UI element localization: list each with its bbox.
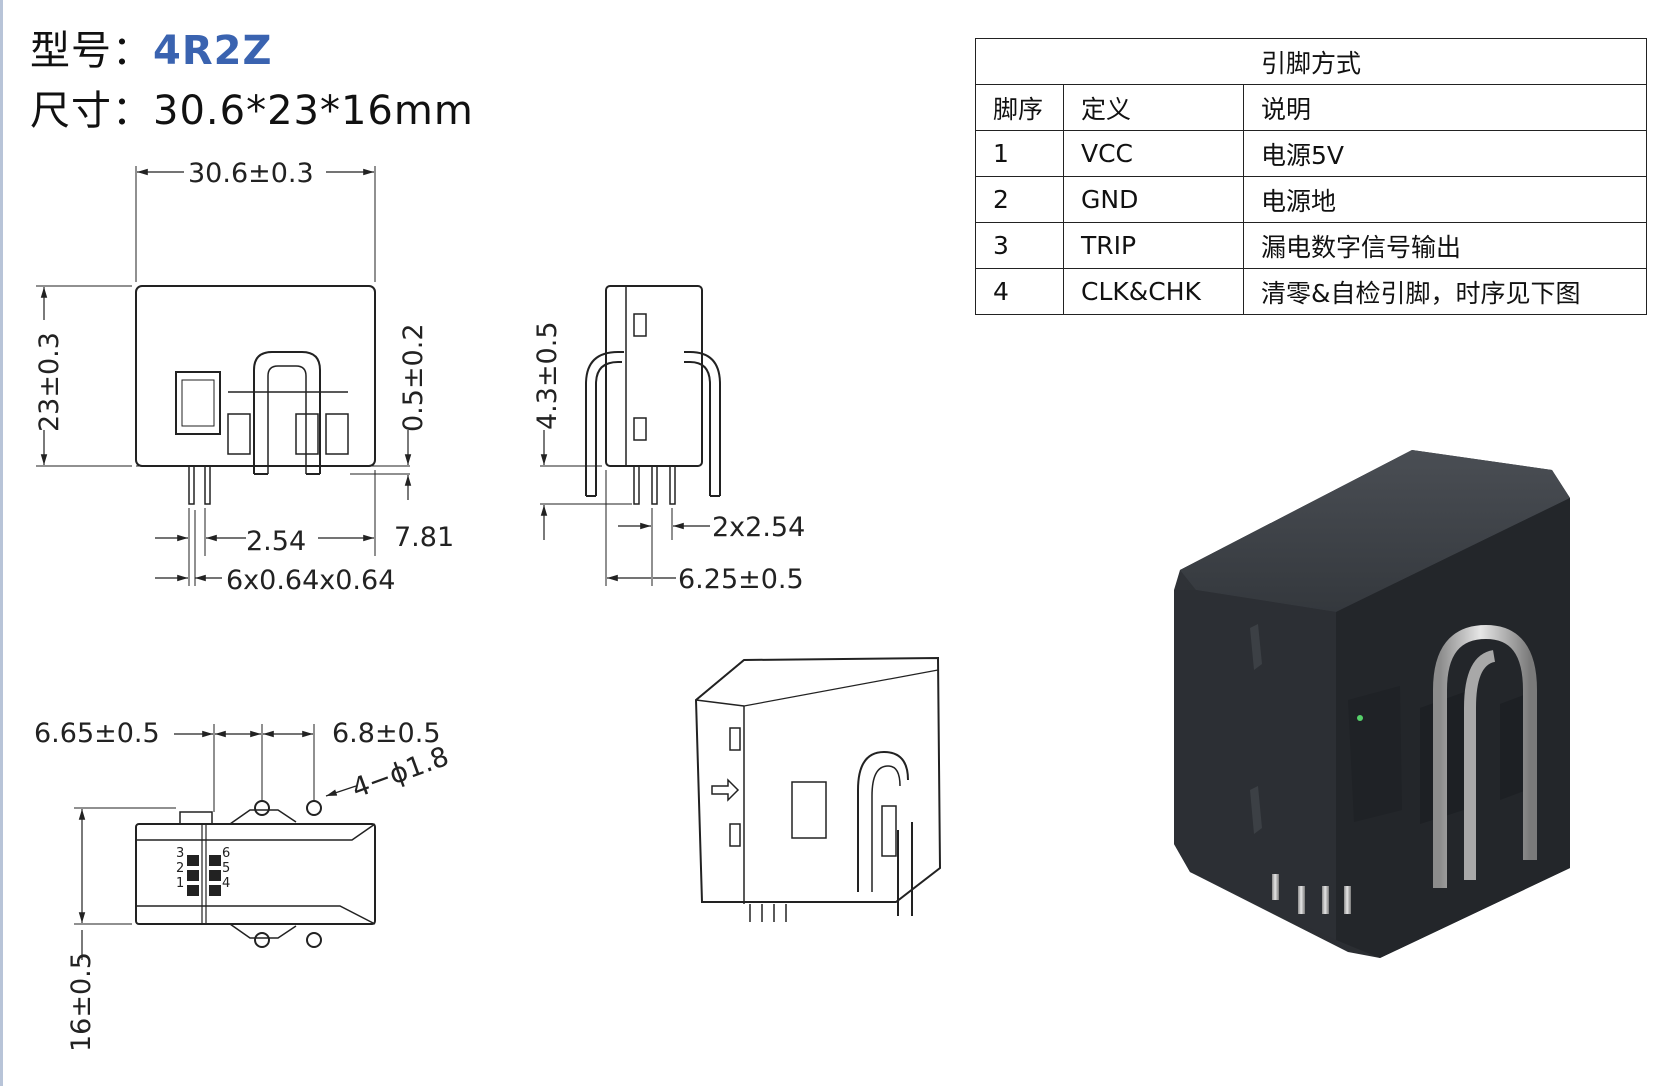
pin-table-caption: 引脚方式 xyxy=(975,38,1647,85)
pin-table-header: 脚序 定义 说明 xyxy=(975,84,1647,131)
mount-hole xyxy=(306,800,322,816)
pin-definition: TRIP xyxy=(1063,222,1244,269)
dimension-width: 30.6±0.3 xyxy=(188,158,314,189)
pin-number-label: 6 xyxy=(222,846,230,861)
side-body xyxy=(605,285,703,467)
page-edge xyxy=(0,0,3,1086)
product-render xyxy=(1174,450,1570,958)
dimension-side-depth: 6.25±0.5 xyxy=(678,564,804,595)
size-label: 尺寸： xyxy=(30,88,153,134)
pin-definition: VCC xyxy=(1063,130,1244,177)
table-row: 4 CLK&CHK 清零&自检引脚，时序见下图 xyxy=(975,268,1647,315)
dimension-hole-left: 6.65±0.5 xyxy=(34,718,160,749)
bottom-body xyxy=(135,823,376,925)
pin-description: 漏电数字信号输出 xyxy=(1243,222,1647,269)
size-value: 30.6*23*16mm xyxy=(153,88,474,134)
pin-definition: GND xyxy=(1063,176,1244,223)
column-header: 脚序 xyxy=(975,84,1064,131)
pin-number: 1 xyxy=(975,130,1064,177)
dimension-pitch-left: 2.54 xyxy=(246,526,306,557)
dimension-depth: 16±0.5 xyxy=(66,952,97,1052)
table-row: 3 TRIP 漏电数字信号输出 xyxy=(975,222,1647,269)
mount-hole xyxy=(306,932,322,948)
pin-description: 电源5V xyxy=(1243,130,1647,177)
dimension-lead-offset: 0.5±0.2 xyxy=(398,323,429,432)
front-window xyxy=(175,371,221,435)
mount-hole xyxy=(254,932,270,948)
model-label: 型号： xyxy=(30,28,153,74)
arrow-icon xyxy=(711,778,740,802)
pin-number-label: 1 xyxy=(176,876,184,891)
pin-number-label: 3 xyxy=(176,846,184,861)
dimension-side-height: 4.3±0.5 xyxy=(532,321,563,430)
pin-number-label: 2 xyxy=(176,861,184,876)
pin-number-label: 5 xyxy=(222,861,230,876)
pin-definition: CLK&CHK xyxy=(1063,268,1244,315)
pin-number-label: 4 xyxy=(222,876,230,891)
isometric-outline xyxy=(694,656,942,922)
table-row: 1 VCC 电源5V xyxy=(975,130,1647,177)
dimension-side-pitch: 2x2.54 xyxy=(712,512,805,543)
mount-hole xyxy=(254,800,270,816)
dimension-pin-size: 6x0.64x0.64 xyxy=(226,565,395,596)
pin-table: 引脚方式 脚序 定义 说明 1 VCC 电源5V 2 GND 电源地 3 TRI… xyxy=(975,38,1647,315)
pin-description: 电源地 xyxy=(1243,176,1647,223)
bottom-view xyxy=(74,724,376,948)
column-header: 定义 xyxy=(1063,84,1244,131)
front-loop-wire xyxy=(253,351,321,474)
pin-number: 4 xyxy=(975,268,1064,315)
column-header: 说明 xyxy=(1243,84,1647,131)
dimension-hole-right: 6.8±0.5 xyxy=(332,718,441,749)
dimension-pitch-right: 7.81 xyxy=(394,522,454,553)
iso-body xyxy=(694,656,942,903)
front-view xyxy=(36,166,412,586)
dimension-hole-diameter: 4−ϕ1.8 xyxy=(348,741,453,805)
model-line: 型号：4R2Z xyxy=(30,18,272,76)
size-line: 尺寸：30.6*23*16mm xyxy=(30,78,474,136)
dimension-height: 23±0.3 xyxy=(34,332,65,432)
side-view xyxy=(540,285,721,586)
table-row: 2 GND 电源地 xyxy=(975,176,1647,223)
front-body xyxy=(135,285,376,467)
pin-number: 2 xyxy=(975,176,1064,223)
model-value: 4R2Z xyxy=(153,28,273,74)
pin-description: 清零&自检引脚，时序见下图 xyxy=(1243,268,1647,315)
